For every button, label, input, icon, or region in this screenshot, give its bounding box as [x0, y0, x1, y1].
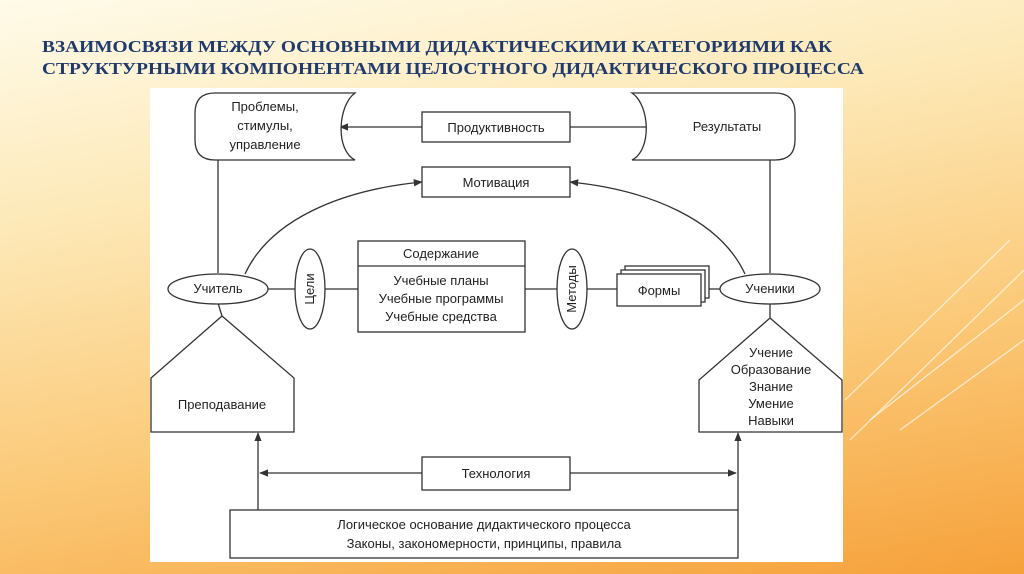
productivity-label: Продуктивность	[447, 120, 544, 135]
basis-line-1: Логическое основание дидактического проц…	[337, 517, 631, 532]
connectors	[217, 123, 771, 510]
basis-box: Логическое основание дидактического проц…	[229, 509, 739, 559]
goals-label: Цели	[302, 273, 317, 304]
problems-line-1: Проблемы,	[231, 99, 298, 114]
learning-item: Образование	[731, 362, 812, 377]
decorative-lines	[844, 239, 1024, 441]
content-item: Учебные программы	[379, 291, 504, 306]
learning-item: Знание	[749, 379, 793, 394]
forms-stack: Формы	[616, 265, 710, 307]
teaching-house: Преподавание	[150, 315, 295, 433]
students-label: Ученики	[745, 281, 795, 296]
technology-box: Технология	[421, 456, 571, 491]
motivation-box: Мотивация	[421, 166, 571, 198]
content-box: Содержание Учебные планы Учебные програм…	[357, 240, 526, 333]
content-item: Учебные планы	[393, 273, 488, 288]
learning-item: Навыки	[748, 413, 794, 428]
goals-ellipse: Цели	[294, 248, 326, 330]
technology-label: Технология	[462, 466, 531, 481]
methods-ellipse: Методы	[556, 248, 588, 330]
problems-line-3: управление	[229, 137, 300, 152]
content-item: Учебные средства	[385, 309, 497, 324]
basis-line-2: Законы, закономерности, принципы, правил…	[347, 536, 623, 551]
slide-title-line-2: СТРУКТУРНЫМИ КОМПОНЕНТАМИ ЦЕЛОСТНОГО ДИД…	[42, 59, 865, 78]
learning-item: Умение	[748, 396, 794, 411]
students-ellipse: Ученики	[719, 273, 821, 305]
learning-house: Учение Образование Знание Умение Навыки	[698, 317, 843, 433]
slide-title-line-1: ВЗАИМОСВЯЗИ МЕЖДУ ОСНОВНЫМИ ДИДАКТИЧЕСКИ…	[42, 37, 833, 56]
teacher-ellipse: Учитель	[167, 273, 269, 305]
forms-label: Формы	[638, 283, 681, 298]
productivity-box: Продуктивность	[421, 111, 571, 143]
methods-label: Методы	[564, 265, 579, 312]
content-header: Содержание	[403, 246, 479, 261]
results-box: Результаты	[629, 92, 796, 161]
problems-box: Проблемы, стимулы, управление	[194, 92, 358, 161]
problems-line-2: стимулы,	[237, 118, 293, 133]
teacher-label: Учитель	[193, 281, 242, 296]
results-label: Результаты	[693, 119, 761, 134]
learning-item: Учение	[749, 345, 793, 360]
teaching-label: Преподавание	[178, 397, 266, 412]
motivation-label: Мотивация	[463, 175, 530, 190]
